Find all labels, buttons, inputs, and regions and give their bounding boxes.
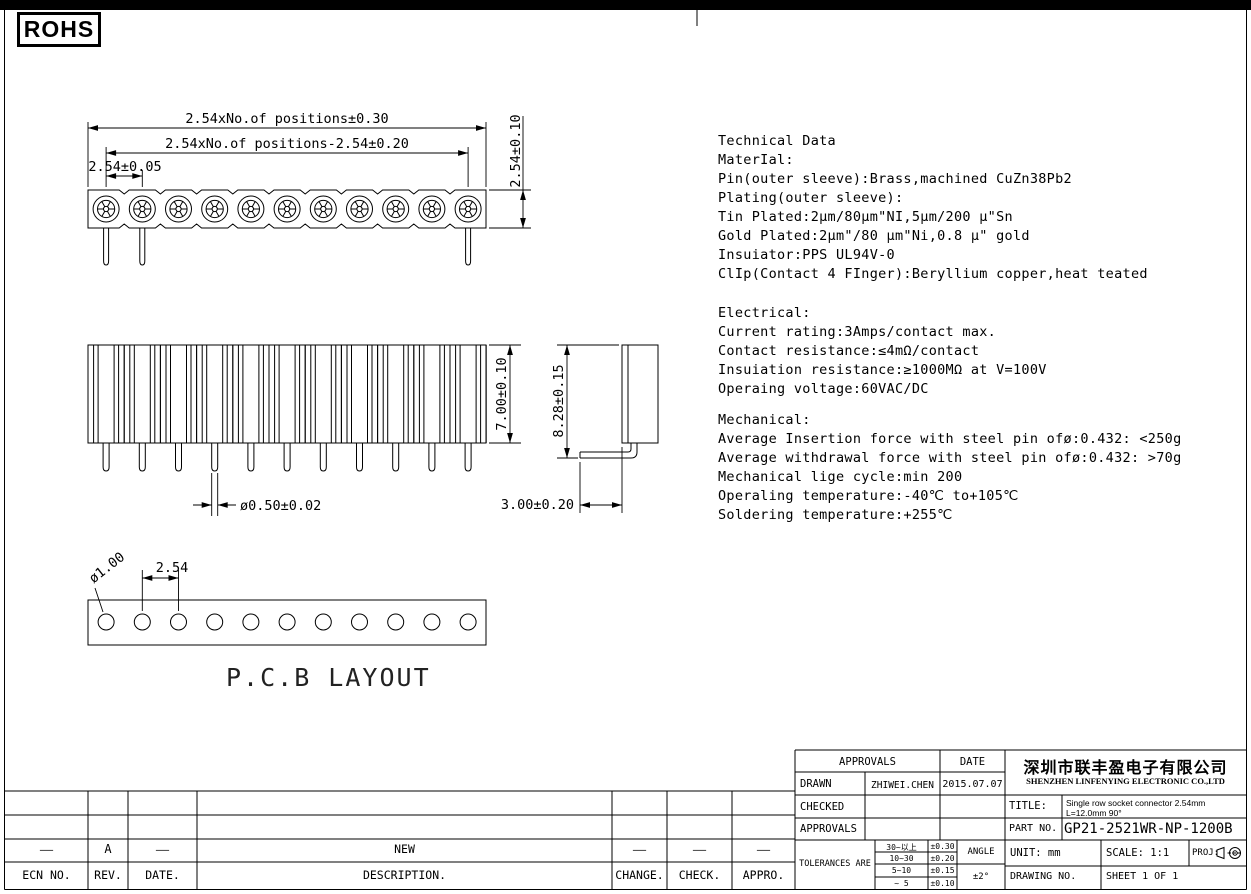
top-view-body [87, 189, 487, 229]
tolerances-label: TOLERANCES ARE [799, 859, 871, 869]
dim-pin-length: 3.00±0.20 [500, 497, 574, 513]
approvals-header: APPROVALS [839, 756, 896, 768]
pcb-layout-label: P.C.B LAYOUT [226, 663, 431, 692]
tol-range-0: 30~以上 [886, 843, 917, 852]
tech-line: Mechanical: [718, 412, 811, 428]
dimension-lines [87, 116, 623, 613]
col-header-rev: REV. [94, 868, 122, 882]
col-header-description: DESCRIPTION. [362, 868, 447, 882]
dim-top-pitch: 2.54±0.05 [88, 159, 162, 175]
tech-line: Soldering temperature:+255℃ [718, 507, 953, 523]
rev-appro-dash: —— [756, 843, 771, 856]
dim-side-height: 8.28±0.15 [551, 364, 567, 438]
dim-top-inner: 2.54xNo.of positions-2.54±0.20 [165, 136, 409, 152]
rev-check-dash: —— [692, 843, 707, 856]
front-view [87, 344, 487, 472]
tol-range-1: 10~30 [889, 854, 914, 863]
tech-line: Mechanical lige cycle:min 200 [718, 469, 963, 485]
approvals-label: APPROVALS [800, 823, 857, 835]
tech-line: Contact resistance:≤4mΩ/contact [718, 343, 980, 359]
tech-line: Insuiator:PPS UL94V-0 [718, 247, 895, 263]
projection-symbol [1216, 846, 1243, 860]
col-header-ecn: ECN NO. [22, 868, 71, 882]
tol-value-2: ±0.15 [930, 866, 955, 875]
tol-value-3: ±0.10 [930, 879, 955, 888]
tech-line: Electrical: [718, 305, 811, 321]
angle-label: ANGLE [967, 847, 995, 857]
top-border-bar [0, 0, 1251, 10]
rev-change-dash: —— [632, 843, 647, 856]
tech-line: Pin(outer sleeve):Brass,machined CuZn38P… [718, 171, 1072, 187]
company-name-en: SHENZHEN LINFENYING ELECTRONIC CO.,LTD [1026, 776, 1225, 786]
drawn-label: DRAWN [800, 778, 832, 790]
bent-pin [579, 443, 638, 459]
angle-value: ±2° [972, 872, 990, 882]
dim-top-full: 2.54xNo.of positions±0.30 [185, 111, 389, 127]
rohs-badge: ROHS [17, 12, 101, 47]
drawing-title-line2: L=12.0mm 90° [1066, 808, 1122, 818]
drawn-name: ZHIWEI.CHEN [871, 780, 934, 791]
rev-description: NEW [394, 842, 415, 856]
tech-line: Current rating:3Amps/contact max. [718, 324, 997, 340]
tech-title: Technical Data [718, 133, 836, 149]
date-header: DATE [959, 756, 986, 768]
top-view [87, 189, 487, 266]
tol-range-2: 5~10 [891, 866, 912, 875]
rev-ecn-dash: —— [39, 843, 54, 856]
part-no-label: PART NO. [1009, 823, 1058, 834]
dim-pin-diameter: ø0.50±0.02 [240, 498, 322, 514]
tol-value-1: ±0.20 [930, 854, 955, 863]
drawn-date: 2015.07.07 [942, 779, 1003, 790]
col-header-appro: APPRO. [742, 868, 785, 882]
side-view [579, 344, 659, 459]
tech-line: MaterIal: [718, 152, 794, 168]
company-name-cn: 深圳市联丰盈电子有限公司 [1023, 760, 1228, 777]
technical-data: Technical Data MaterIal: Pin(outer sleev… [718, 132, 1196, 525]
tol-range-3: ~ 5 [894, 879, 909, 888]
dim-top-height: 2.54±0.10 [508, 114, 524, 188]
dim-front-height: 7.00±0.10 [494, 357, 510, 431]
tech-line: Operaling temperature:-40℃ to+105℃ [718, 488, 1019, 504]
tech-line: Operaing voltage:60VAC/DC [718, 381, 929, 397]
col-header-change: CHANGE. [615, 868, 664, 882]
unit-value: UNIT: mm [1010, 847, 1061, 859]
scale-value: SCALE: 1:1 [1106, 847, 1170, 859]
tech-line: Tin Plated:2μm/80μm"NI,5μm/200 μ"Sn [718, 209, 1013, 225]
pcb-layout-view [87, 599, 487, 646]
sheet-info: SHEET 1 OF 1 [1106, 871, 1179, 882]
rev-date-dash: —— [155, 843, 170, 856]
tech-line: Gold Plated:2μm"/80 μm"Ni,0.8 μ" gold [718, 228, 1030, 244]
tech-line: ClIp(Contact 4 FInger):Beryllium copper,… [718, 266, 1148, 282]
checked-label: CHECKED [800, 801, 845, 813]
drawing-title-line1: Single row socket connector 2.54mm [1066, 798, 1206, 808]
tech-line: Average withdrawal force with steel pin … [718, 450, 1182, 466]
tech-line: Plating(outer sleeve): [718, 190, 904, 206]
proj-label: PROJ: [1192, 848, 1220, 858]
tech-line: Insuiation resistance:≥1000MΩ at V=100V [718, 362, 1047, 378]
title-label: TITLE: [1009, 800, 1047, 812]
tech-line: Average Insertion force with steel pin o… [718, 431, 1182, 447]
col-header-check: CHECK. [678, 868, 721, 882]
table-grid [5, 749, 1247, 889]
rev-letter: A [104, 842, 112, 856]
drawing-no-label: DRAWING NO. [1010, 871, 1077, 882]
dim-pcb-pitch: 2.54 [155, 560, 189, 576]
col-header-date: DATE. [145, 868, 180, 882]
part-no-value: GP21-2521WR-NP-1200B [1064, 821, 1233, 837]
tol-value-0: ±0.30 [930, 842, 955, 851]
